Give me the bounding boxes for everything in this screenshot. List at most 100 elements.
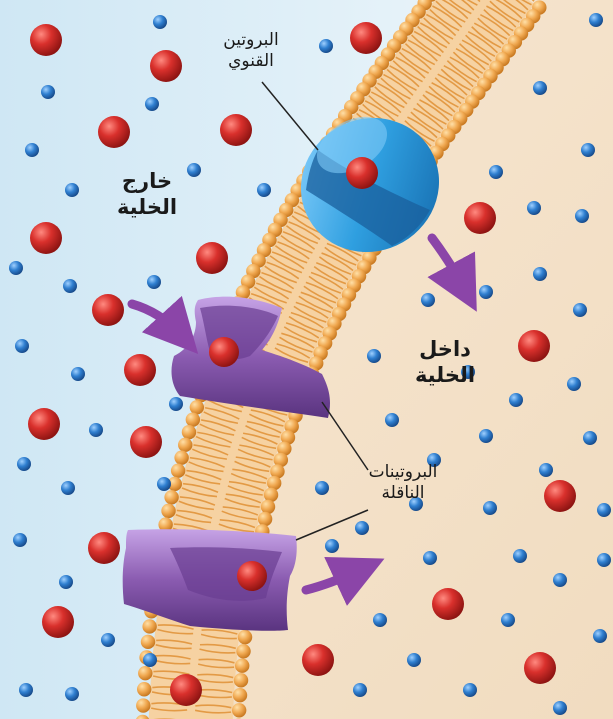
phospholipid-head — [174, 450, 188, 464]
channel-particle — [346, 157, 378, 189]
phospholipid-head — [234, 673, 248, 687]
small-particle — [593, 629, 607, 643]
large-particle — [544, 480, 576, 512]
small-particle — [101, 633, 115, 647]
small-particle — [489, 165, 503, 179]
large-particle — [28, 408, 60, 440]
carrier-protein-label: البروتينات الناقلة — [348, 462, 458, 505]
small-particle — [63, 279, 77, 293]
small-particle — [573, 303, 587, 317]
small-particle — [65, 183, 79, 197]
small-particle — [513, 549, 527, 563]
small-particle — [479, 429, 493, 443]
carrier-particle-2 — [237, 561, 267, 591]
small-particle — [89, 423, 103, 437]
large-particle — [98, 116, 130, 148]
phospholipid-head — [186, 412, 200, 426]
phospholipid-head — [182, 425, 196, 439]
large-particle — [170, 674, 202, 706]
small-particle — [583, 431, 597, 445]
phospholipid-head — [238, 630, 252, 644]
phospholipid-head — [190, 400, 204, 414]
small-particle — [9, 261, 23, 275]
small-particle — [533, 81, 547, 95]
small-particle — [145, 97, 159, 111]
phospholipid-head — [178, 438, 192, 452]
small-particle — [373, 613, 387, 627]
small-particle — [367, 349, 381, 363]
outside-label-line1: خارج — [92, 168, 202, 194]
carrier-particle-1 — [209, 337, 239, 367]
small-particle — [41, 85, 55, 99]
phospholipid-head — [138, 666, 152, 680]
large-particle — [92, 294, 124, 326]
small-particle — [17, 457, 31, 471]
small-particle — [597, 503, 611, 517]
channel-label-line2: القنوي — [196, 51, 306, 72]
large-particle — [30, 222, 62, 254]
small-particle — [527, 201, 541, 215]
phospholipid-head — [164, 490, 178, 504]
phospholipid-head — [264, 488, 278, 502]
small-particle — [143, 653, 157, 667]
small-particle — [407, 653, 421, 667]
small-particle — [71, 367, 85, 381]
small-particle — [169, 397, 183, 411]
phospholipid-head — [137, 682, 151, 696]
phospholipid-head — [136, 698, 150, 712]
small-particle — [553, 701, 567, 715]
large-particle — [302, 644, 334, 676]
large-particle — [196, 242, 228, 274]
small-particle — [589, 13, 603, 27]
small-particle — [533, 267, 547, 281]
small-particle — [319, 39, 333, 53]
small-particle — [157, 477, 171, 491]
small-particle — [355, 521, 369, 535]
phospholipid-head — [261, 500, 275, 514]
large-particle — [220, 114, 252, 146]
large-particle — [518, 330, 550, 362]
small-particle — [501, 613, 515, 627]
small-particle — [553, 573, 567, 587]
small-particle — [25, 143, 39, 157]
small-particle — [59, 575, 73, 589]
large-particle — [88, 532, 120, 564]
small-particle — [15, 339, 29, 353]
small-particle — [581, 143, 595, 157]
small-particle — [539, 463, 553, 477]
phospholipid-head — [236, 644, 250, 658]
small-particle — [597, 553, 611, 567]
large-particle — [464, 202, 496, 234]
phospholipid-head — [233, 688, 247, 702]
small-particle — [479, 285, 493, 299]
small-particle — [353, 683, 367, 697]
small-particle — [315, 481, 329, 495]
outside-label-line2: الخلية — [92, 194, 202, 220]
small-particle — [421, 293, 435, 307]
small-particle — [575, 209, 589, 223]
large-particle — [124, 354, 156, 386]
large-particle — [524, 652, 556, 684]
small-particle — [463, 683, 477, 697]
phospholipid-head — [161, 504, 175, 518]
large-particle — [42, 606, 74, 638]
small-particle — [13, 533, 27, 547]
large-particle — [350, 22, 382, 54]
channel-protein-label: البروتين القنوي — [196, 30, 306, 73]
small-particle — [61, 481, 75, 495]
phospholipid-head — [232, 703, 246, 717]
inside-cell-label: داخل الخلية — [390, 336, 500, 389]
large-particle — [150, 50, 182, 82]
phospholipid-head — [171, 464, 185, 478]
inside-label-line2: الخلية — [390, 362, 500, 388]
small-particle — [509, 393, 523, 407]
small-particle — [423, 551, 437, 565]
inside-label-line1: داخل — [390, 336, 500, 362]
phospholipid-head — [142, 619, 156, 633]
carrier-label-line1: البروتينات — [348, 462, 458, 483]
large-particle — [130, 426, 162, 458]
large-particle — [30, 24, 62, 56]
small-particle — [19, 683, 33, 697]
